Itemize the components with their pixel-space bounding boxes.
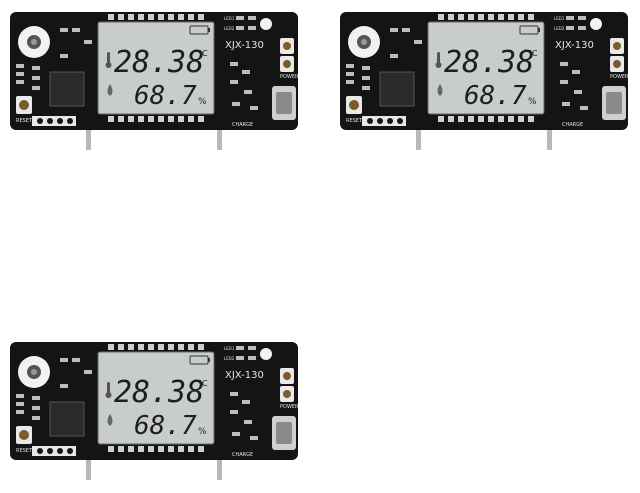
- lcd-display: [427, 21, 545, 115]
- humidity-unit: %: [198, 427, 207, 437]
- reset-label: RESET: [16, 118, 33, 124]
- pcb-board-2: RESET 28.38 °C 68.7 % XJX-130 LED1 LED2: [340, 10, 630, 150]
- connector-pads: [32, 116, 76, 126]
- reset-label: RESET: [346, 118, 363, 124]
- droplet-icon: [107, 84, 113, 96]
- model-label: XJX-130: [225, 370, 264, 381]
- indicator-pad: [260, 348, 272, 360]
- power-label: POWER: [610, 74, 629, 80]
- charge-label: CHARGE: [232, 452, 253, 458]
- mcu-chip: [49, 71, 85, 107]
- humidity-unit: %: [528, 97, 537, 107]
- lcd-pins-bottom: [438, 116, 534, 122]
- lcd-pins-bottom: [108, 116, 204, 122]
- lcd-pins-top: [108, 344, 204, 350]
- led2-label: LED2: [224, 356, 235, 361]
- temperature-unit: °C: [198, 379, 208, 388]
- led2-label: LED2: [224, 26, 235, 31]
- connector-pads: [32, 446, 76, 456]
- lcd-display: [97, 21, 215, 115]
- humidity-readout: 68.7: [464, 81, 527, 111]
- temperature-readout: 28.38: [114, 45, 204, 80]
- mcu-chip: [49, 401, 85, 437]
- thermometer-icon: [107, 382, 110, 394]
- led1-label: LED1: [554, 16, 565, 21]
- led2-label: LED2: [554, 26, 565, 31]
- humidity-readout: 68.7: [134, 81, 197, 111]
- thermometer-icon: [437, 52, 440, 64]
- droplet-icon: [437, 84, 443, 96]
- pcb-board-1: RESET 28.38 °C 68.7 % XJX-130 LED1 LED2: [10, 10, 300, 150]
- humidity-readout: 68.7: [134, 411, 197, 441]
- pcb-board-3: RESET 28.38 °C 68.7 % XJX-130 LED1 LED2: [10, 340, 300, 480]
- temperature-unit: °C: [528, 49, 538, 58]
- temperature-readout: 28.38: [114, 375, 204, 410]
- model-label: XJX-130: [555, 40, 594, 51]
- mcu-chip: [379, 71, 415, 107]
- lcd-pins-top: [108, 14, 204, 20]
- temperature-readout: 28.38: [444, 45, 534, 80]
- droplet-icon: [107, 414, 113, 426]
- charge-label: CHARGE: [232, 122, 253, 128]
- temperature-unit: °C: [198, 49, 208, 58]
- lcd-display: [97, 351, 215, 445]
- lcd-pins-top: [438, 14, 534, 20]
- indicator-pad: [260, 18, 272, 30]
- power-label: POWER: [280, 404, 299, 410]
- power-label: POWER: [280, 74, 299, 80]
- model-label: XJX-130: [225, 40, 264, 51]
- led1-label: LED1: [224, 346, 235, 351]
- led1-label: LED1: [224, 16, 235, 21]
- lcd-pins-bottom: [108, 446, 204, 452]
- charge-label: CHARGE: [562, 122, 583, 128]
- connector-pads: [362, 116, 406, 126]
- humidity-unit: %: [198, 97, 207, 107]
- indicator-pad: [590, 18, 602, 30]
- thermometer-icon: [107, 52, 110, 64]
- reset-label: RESET: [16, 448, 33, 454]
